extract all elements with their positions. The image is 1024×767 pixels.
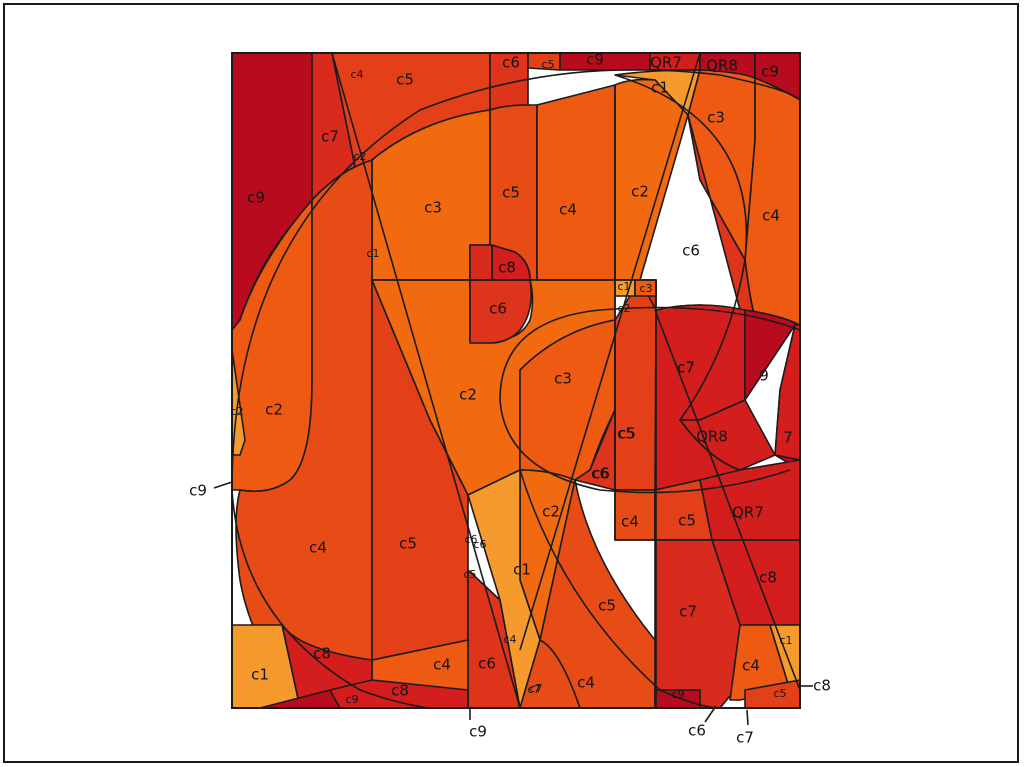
region-label: c7	[679, 603, 697, 621]
right-arc-outline	[614, 74, 748, 421]
region-c9-top	[559, 53, 651, 71]
lower-right-arc-outline	[519, 469, 721, 708]
region-label: c1	[366, 247, 379, 260]
leader-line	[746, 709, 749, 726]
region-label: c5	[618, 425, 636, 443]
region-label: c9	[586, 51, 604, 69]
region-c7-halfdisc	[469, 244, 493, 281]
region-label: c7	[529, 682, 542, 695]
inner-circle-outline	[499, 306, 800, 494]
region-label: c2	[459, 386, 477, 404]
region-label: c6	[502, 54, 520, 72]
region-label: c7	[677, 359, 695, 377]
region-label: 9	[759, 367, 769, 385]
region-label: c5	[773, 687, 786, 700]
vertical-c5-outline	[614, 85, 800, 541]
region-label: c5	[678, 512, 696, 530]
region-label: c3	[707, 109, 725, 127]
region-c1-botleft	[232, 624, 301, 708]
external-label: c9	[469, 723, 487, 741]
leader-line	[704, 705, 717, 723]
external-label: c6	[688, 722, 706, 740]
region-label: c4	[433, 656, 451, 674]
region-qr7-band	[699, 459, 800, 541]
region-label: c6	[682, 242, 700, 260]
region-label: c4	[762, 207, 780, 225]
region-label: c4	[350, 68, 363, 81]
region-label: c4	[559, 201, 577, 219]
leader-line	[213, 481, 233, 489]
region-label: QR7	[732, 504, 764, 522]
region-label: c9	[761, 63, 779, 81]
region-label: c1	[617, 280, 630, 293]
region-label: c4	[503, 633, 516, 646]
region-label: c1	[251, 666, 269, 684]
region-c5-botright-strip	[744, 679, 800, 708]
external-label: c8	[813, 677, 831, 695]
region-label: c5	[399, 535, 417, 553]
region-label: c2	[265, 401, 283, 419]
region-label: c2	[617, 302, 630, 315]
region-label: c9	[671, 688, 684, 701]
region-label: c1	[779, 634, 792, 647]
region-label: c2	[230, 405, 243, 418]
region-label: QR8	[696, 428, 728, 446]
region-label: c5	[463, 568, 476, 581]
diagram-border	[231, 52, 801, 709]
external-label: c9	[189, 482, 207, 500]
region-label: c7	[677, 359, 695, 377]
region-label: c5	[541, 58, 554, 71]
region-c2-column	[614, 78, 689, 281]
region-label: c7	[527, 683, 540, 696]
region-label: c4	[742, 657, 760, 675]
big-ellipse-outline	[232, 68, 800, 491]
region-label: QR8	[706, 57, 738, 75]
region-label: c3	[424, 199, 442, 217]
region-label: c7	[321, 128, 339, 146]
region-label: c6	[464, 533, 477, 546]
region-label: 7	[783, 429, 793, 447]
horizontal-bar-outline	[372, 279, 657, 310]
region-label: c2	[353, 150, 366, 163]
region-label: c8	[313, 645, 331, 663]
external-label: c7	[736, 729, 754, 747]
region-label: c5	[502, 184, 520, 202]
region-label: c5	[396, 71, 414, 89]
region-label: c6	[478, 655, 496, 673]
region-label: c1	[651, 79, 669, 97]
region-c4-left	[235, 159, 373, 708]
region-label: c5	[598, 597, 616, 615]
region-c1-botright	[769, 624, 800, 691]
region-label: c5	[617, 425, 635, 443]
region-label: c6	[592, 465, 610, 483]
diagonal-left-outline	[331, 53, 521, 708]
region-label: QR7	[650, 54, 682, 72]
region-label: c2	[631, 183, 649, 201]
region-c6-halfdisc	[469, 279, 533, 344]
region-c9-botstrip	[259, 689, 341, 708]
region-c4-column	[536, 84, 616, 281]
diagonal-br-outline	[654, 309, 800, 691]
region-label: c6	[489, 300, 507, 318]
region-c9-botright-strip	[654, 689, 701, 708]
region-label: c8	[391, 682, 409, 700]
region-c5-bottom	[539, 479, 656, 708]
region-label: c8	[759, 569, 777, 587]
region-label: c3	[554, 370, 572, 388]
region-label: c9	[247, 189, 265, 207]
region-label: c4	[309, 539, 327, 557]
region-label: c2	[542, 503, 560, 521]
region-label: c6	[591, 465, 609, 483]
region-label: c3	[639, 282, 652, 295]
diagonal-right-outline	[519, 53, 701, 651]
region-label: c8	[498, 259, 516, 277]
region-qr8-mid	[679, 399, 776, 471]
region-label: c4	[621, 513, 639, 531]
big-ellipse-lower-outline	[232, 489, 520, 708]
region-label: c4	[577, 674, 595, 692]
region-label: c1	[513, 561, 531, 579]
region-label: c6	[473, 538, 486, 551]
region-label: c9	[345, 693, 358, 706]
